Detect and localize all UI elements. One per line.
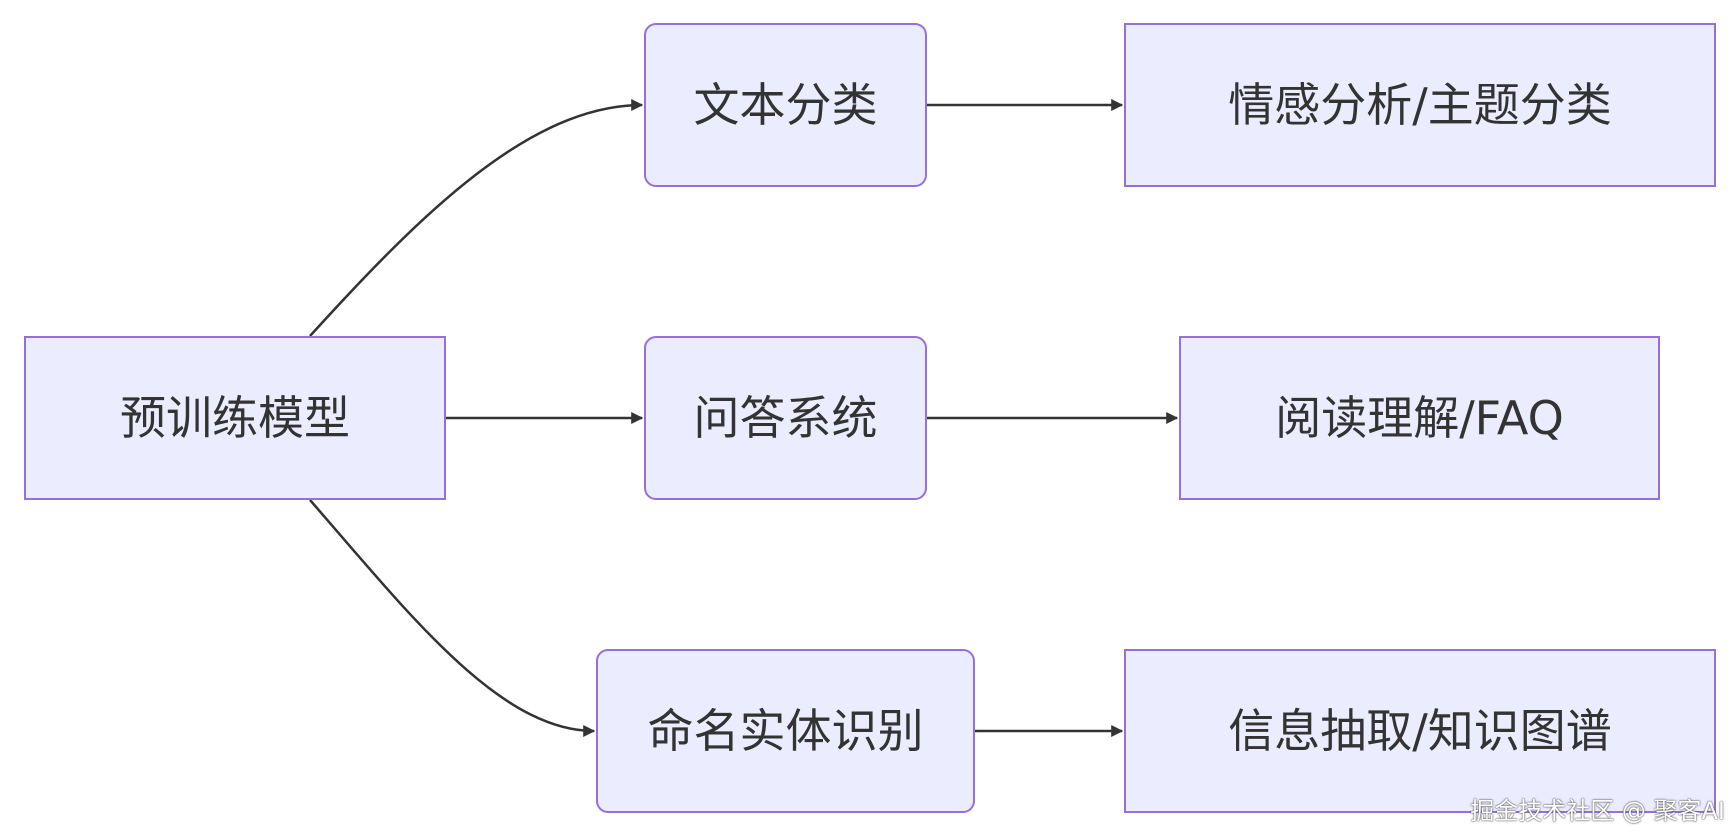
node-text-classification-label: 文本分类: [693, 78, 878, 132]
node-sentiment-topic-label: 情感分析/主题分类: [1228, 78, 1612, 132]
node-pretrained-model-label: 预训练模型: [120, 391, 350, 445]
node-qa-system: 问答系统: [644, 336, 927, 500]
node-reading-faq-label: 阅读理解/FAQ: [1275, 391, 1564, 445]
node-ner-label: 命名实体识别: [647, 704, 924, 758]
node-info-extraction-label: 信息抽取/知识图谱: [1228, 704, 1612, 758]
edge-pretrained-to-text-classification: [309, 99, 644, 337]
edge-pretrained-to-ner: [309, 499, 596, 737]
node-reading-faq: 阅读理解/FAQ: [1179, 336, 1660, 500]
node-text-classification: 文本分类: [644, 23, 927, 187]
watermark: 掘金技术社区 @ 聚客AI: [1470, 797, 1725, 825]
node-info-extraction: 信息抽取/知识图谱: [1124, 649, 1716, 813]
node-qa-system-label: 问答系统: [693, 391, 878, 445]
node-sentiment-topic: 情感分析/主题分类: [1124, 23, 1716, 187]
node-ner: 命名实体识别: [596, 649, 975, 813]
node-pretrained-model: 预训练模型: [24, 336, 446, 500]
